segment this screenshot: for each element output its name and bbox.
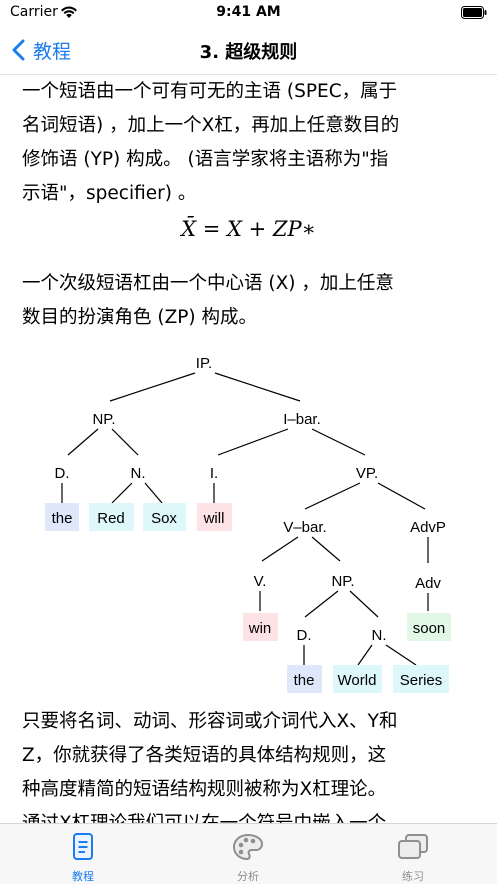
node-n2: N. [372, 627, 387, 644]
word-sox: Sox [151, 510, 177, 527]
word-boxes [45, 503, 451, 693]
word-the: the [52, 510, 73, 527]
tab-bar: 教程 分析 练习 [0, 823, 497, 884]
tab-analysis-label: 分析 [237, 870, 259, 883]
node-np2: NP. [331, 573, 354, 590]
document-icon [73, 833, 93, 860]
carrier-label: Carrier [10, 4, 58, 20]
tab-analysis[interactable]: 分析 [188, 832, 308, 884]
tree-labels: IP. NP. I–bar. D. N. I. VP. V–bar. AdvP … [52, 355, 446, 689]
tab-practice[interactable]: 练习 [353, 832, 473, 884]
wifi-icon [61, 6, 77, 18]
node-vbar: V–bar. [283, 519, 326, 536]
paragraph-xbar-theory: 只要将名词、动词、形容词或介词代入X、Y和 Z，你就获得了各类短语的具体结构规则… [22, 711, 398, 823]
syntax-tree: IP. NP. I–bar. D. N. I. VP. V–bar. AdvP … [45, 355, 451, 693]
clock: 9:41 AM [216, 4, 281, 20]
node-d: D. [55, 465, 70, 482]
word-win: win [248, 620, 272, 637]
node-np: NP. [92, 411, 115, 428]
tab-tutorial[interactable]: 教程 [23, 832, 143, 884]
node-adv: Adv [415, 575, 441, 592]
paragraph-intro: 一个短语由一个可有可无的主语 (SPEC，属于 名词短语) ，加上一个X杠，再加… [22, 81, 400, 204]
formula: X̄ = X + ZP∗ [181, 217, 316, 241]
node-i: I. [210, 465, 218, 482]
paragraph-bar: 一个次级短语杠由一个中心语 (X) ，加上任意 数目的扮演角色 (ZP) 构成。 [22, 273, 394, 328]
tree-edges [61, 372, 429, 666]
tab-tutorial-label: 教程 [72, 870, 94, 883]
node-ip: IP. [196, 355, 212, 372]
word-world: World [338, 672, 377, 689]
node-v: V. [254, 573, 267, 590]
word-red: Red [97, 510, 125, 527]
back-label: 教程 [33, 40, 72, 63]
node-advp: AdvP [410, 519, 446, 536]
node-vp: VP. [356, 465, 378, 482]
navigation-bar: 教程 3. 超级规则 [0, 26, 497, 75]
node-n: N. [131, 465, 146, 482]
tab-practice-label: 练习 [402, 870, 424, 883]
chevron-left-icon [12, 39, 25, 61]
word-will: will [203, 510, 225, 527]
word-the-2: the [294, 672, 315, 689]
back-button[interactable]: 教程 [12, 36, 71, 64]
battery-icon [461, 6, 487, 19]
palette-icon [232, 833, 264, 861]
cards-icon [398, 834, 428, 859]
status-bar: Carrier 9:41 AM [0, 0, 497, 26]
word-soon: soon [413, 620, 446, 637]
page-title: 3. 超级规则 [199, 42, 298, 63]
lesson-content[interactable]: 一个短语由一个可有可无的主语 (SPEC，属于 名词短语) ，加上一个X杠，再加… [0, 75, 497, 823]
word-series: Series [400, 672, 443, 689]
node-ibar: I–bar. [283, 411, 321, 428]
node-d2: D. [297, 627, 312, 644]
